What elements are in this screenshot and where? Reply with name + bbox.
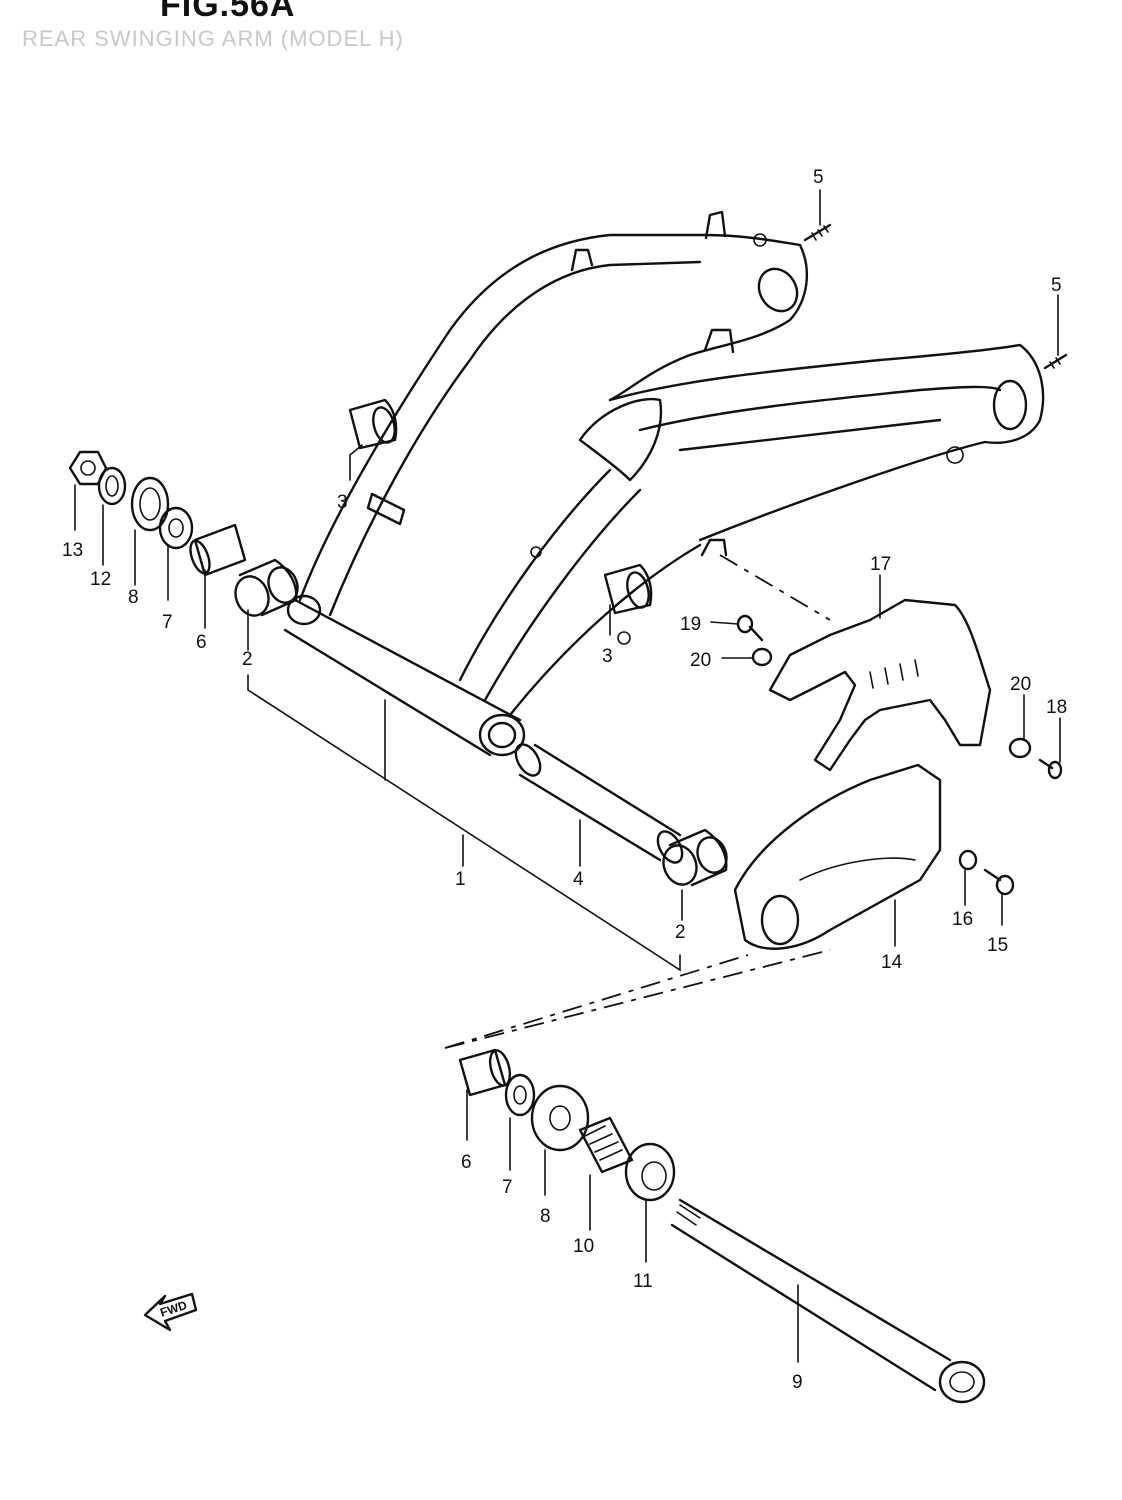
callout-8a: 8 [128,587,139,608]
spacer-tube [514,743,684,864]
adjuster-bolt-left [803,223,832,242]
callout-6b: 6 [461,1152,472,1173]
washer-20-top [751,647,773,667]
needle-bearing-left [234,558,299,617]
callout-7b: 7 [502,1177,513,1198]
callout-20a: 20 [690,650,711,671]
bolt-15 [983,868,1015,896]
collar-6-bottom [458,1048,512,1097]
callout-4: 4 [573,869,584,890]
callout-8b: 8 [540,1206,551,1227]
washer-12 [97,466,127,506]
callout-19: 19 [680,614,701,635]
adjuster-10 [578,1116,634,1174]
callout-2b: 2 [675,922,686,943]
collar-16 [958,849,978,871]
collar-6-top [189,523,247,577]
callout-13: 13 [62,540,83,561]
axle-9 [670,1198,986,1404]
callout-7a: 7 [162,612,173,633]
callout-16: 16 [952,909,973,930]
callout-1: 1 [455,869,466,890]
washer-7-bottom [504,1073,536,1117]
washer-7-top [158,506,194,550]
spacer-8-bottom [530,1084,590,1152]
needle-bearing-right [662,828,728,887]
bracket-lines [247,674,681,972]
chain-case-17 [768,598,992,772]
spacer-8-top [130,476,170,532]
figure-title: FIG.56A [160,0,296,24]
callout-18: 18 [1046,697,1067,718]
bushing-upper [348,398,398,450]
adjuster-bolt-right [1043,353,1068,370]
nut-11 [624,1142,676,1202]
callout-5a: 5 [813,167,824,188]
swinging-arm [283,210,1045,757]
callout-11: 11 [633,1271,653,1292]
bushing-lower [603,563,653,615]
pivot-nut-13 [68,450,108,486]
callout-3a: 3 [337,492,348,513]
callout-5b: 5 [1051,275,1062,296]
callout-15: 15 [987,935,1008,956]
callout-10: 10 [573,1236,594,1257]
leader-lines [74,189,1061,1363]
washer-20-right [1008,737,1032,759]
callout-20b: 20 [1010,674,1031,695]
phantom-lines [444,554,831,1049]
callout-12: 12 [90,569,111,590]
callout-14: 14 [881,952,903,973]
callout-6a: 6 [196,632,207,653]
callout-3b: 3 [602,646,613,667]
callout-2a: 2 [242,649,253,670]
callout-9: 9 [792,1372,803,1393]
figure-subtitle: REAR SWINGING ARM (MODEL H) [22,26,404,51]
bolt-18 [1038,758,1063,780]
fwd-arrow-icon: FWD [143,1292,198,1332]
chain-adjuster-14 [733,763,942,950]
callouts: 1 2 2 3 3 4 5 5 6 6 7 7 8 8 9 10 11 12 1… [62,167,1067,1393]
callout-17: 17 [870,554,891,575]
bolt-19 [736,614,764,642]
